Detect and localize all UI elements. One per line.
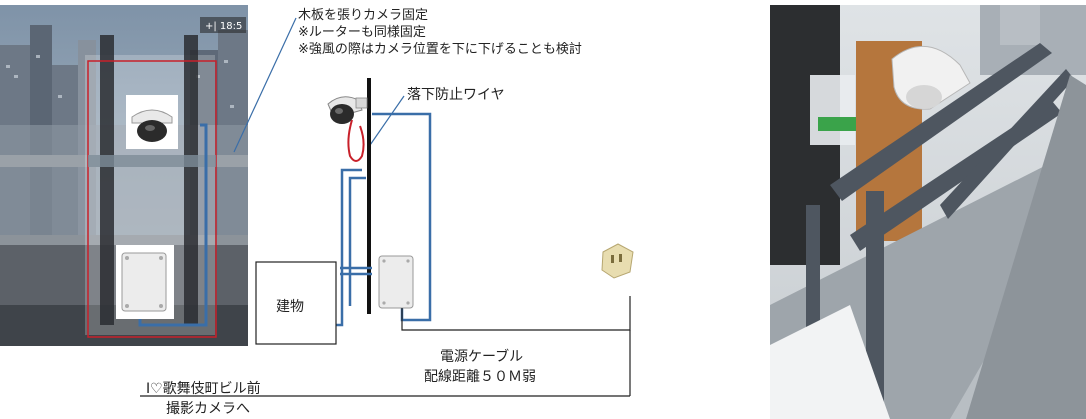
left-photo-crossbar (88, 155, 216, 167)
left-photo-pole-right (184, 35, 198, 325)
left-photo-svg: +| 18:5 (0, 5, 248, 346)
left-photo-status: +| 18:5 (205, 21, 242, 32)
pole (367, 78, 371, 314)
building-box (255, 261, 337, 345)
left-photo-railing-mid (0, 235, 248, 245)
note-line-2: ※ルーターも同様固定 (298, 25, 426, 40)
right-photo (770, 5, 1086, 419)
diagram-router (378, 255, 414, 309)
left-photo: +| 18:5 (0, 5, 248, 346)
power-outlet-icon (601, 243, 634, 279)
cable-label-1: 電源ケーブル (440, 349, 524, 365)
left-photo-router (121, 252, 167, 312)
power-cable-line (401, 296, 631, 331)
diagram-camera (327, 96, 368, 124)
diagram-canvas (140, 17, 634, 397)
target-label-1: I♡歌舞伎町ビル前 (146, 381, 261, 397)
wire-leader-line (367, 95, 405, 149)
left-photo-status-bg (200, 17, 246, 33)
left-photo-camera-dome (137, 120, 167, 142)
left-photo-red-frame (87, 60, 217, 338)
note-leader-line (233, 17, 297, 153)
note-line-1: 木板を張りカメラ固定 (298, 8, 429, 23)
target-label-2: 撮影カメラへ (166, 401, 250, 417)
right-photo-tarp (770, 305, 890, 419)
safety-wire (347, 119, 365, 162)
wire-label: 落下防止ワイヤ (407, 87, 505, 103)
left-photo-pole-left (100, 35, 114, 325)
cable-label-2: 配線距離５０Ｍ弱 (424, 369, 536, 385)
building-label: 建物 (276, 299, 304, 315)
note-line-3: ※強風の際はカメラ位置を下に下げることも検討 (298, 42, 582, 57)
right-photo-railing (806, 43, 1074, 419)
right-photo-svg (770, 5, 1086, 419)
